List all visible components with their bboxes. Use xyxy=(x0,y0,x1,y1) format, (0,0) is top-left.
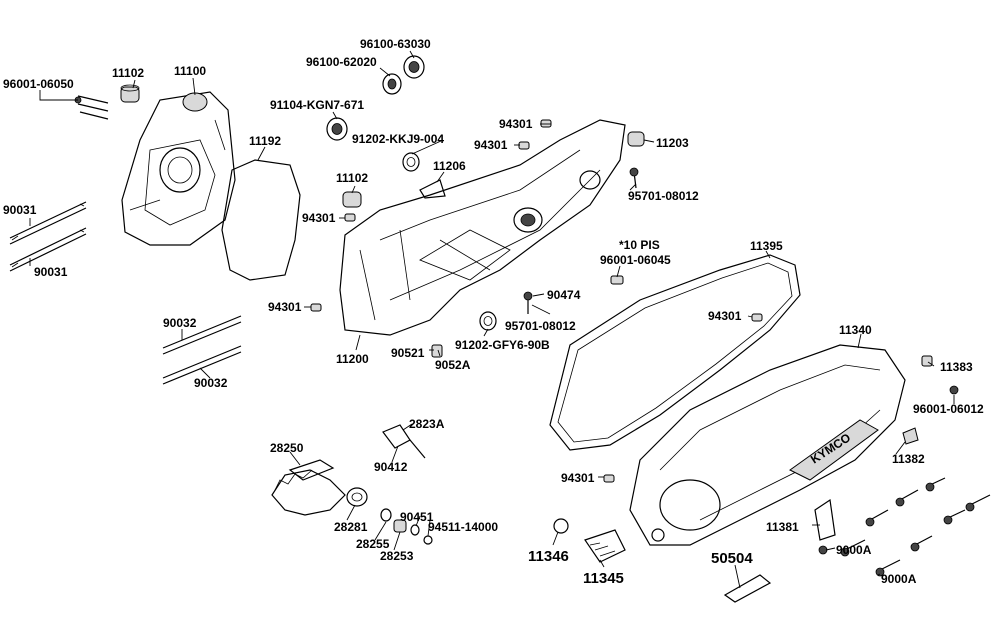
label-11206: 11206 xyxy=(433,159,466,173)
label-11203: 11203 xyxy=(656,136,689,150)
bearing-91104 xyxy=(326,117,348,141)
label-11102-b: 11102 xyxy=(336,171,368,185)
label-91104: 91104-KGN7-671 xyxy=(270,98,364,112)
label-9000a-a: 9000A xyxy=(836,543,872,557)
label-11340: 11340 xyxy=(839,323,872,337)
label-94301-b: 94301 xyxy=(474,138,508,152)
label-11102-a: 11102 xyxy=(112,66,144,80)
label-90031-b: 90031 xyxy=(34,265,68,279)
bolts-9000a xyxy=(818,477,991,577)
label-96100-62020: 96100-62020 xyxy=(306,55,377,69)
studs-90031 xyxy=(9,201,87,272)
studs-90032 xyxy=(162,315,242,385)
part-50504 xyxy=(723,574,772,603)
label-94301-d: 94301 xyxy=(268,300,302,314)
gasket-11395 xyxy=(549,254,801,451)
label-11381: 11381 xyxy=(766,520,799,534)
label-91202-gfy: 91202-GFY6-90B xyxy=(455,338,550,352)
bracket-11206 xyxy=(419,179,446,199)
gasket-11192 xyxy=(221,159,301,281)
label-90451: 90451 xyxy=(400,510,434,524)
leader-lines xyxy=(29,50,955,589)
kick-gear-28250 xyxy=(271,459,346,516)
label-11383: 11383 xyxy=(940,360,973,374)
label-91202-kkj: 91202-KKJ9-004 xyxy=(352,132,444,146)
bearing-11102-upper xyxy=(120,84,140,103)
label-96001-06012: 96001-06012 xyxy=(913,402,984,416)
label-9000a-b: 9000A xyxy=(881,572,917,586)
label-90032-a: 90032 xyxy=(163,316,197,330)
label-9052a: 9052A xyxy=(435,358,471,372)
plug-90521 xyxy=(431,344,443,358)
label-90032-b: 90032 xyxy=(194,376,228,390)
label-11346: 11346 xyxy=(528,548,569,565)
label-90412: 90412 xyxy=(374,460,408,474)
seal-91202-kkj9 xyxy=(402,152,420,172)
label-94301-f: 94301 xyxy=(561,471,595,485)
clamp-11346 xyxy=(553,518,569,534)
label-2823a: 2823A xyxy=(409,417,445,431)
seal-91202-gfy6 xyxy=(479,311,497,331)
hose-11345 xyxy=(584,529,626,563)
part-labels: 96100-63030 96100-62020 96001-06050 1110… xyxy=(3,37,984,587)
label-50504: 50504 xyxy=(711,550,753,567)
label-94301-c: 94301 xyxy=(302,211,336,225)
label-28253: 28253 xyxy=(380,549,414,563)
label-90521: 90521 xyxy=(391,346,425,360)
label-96100-63030: 96100-63030 xyxy=(360,37,431,51)
label-28281: 28281 xyxy=(334,520,368,534)
label-94511: 94511-14000 xyxy=(428,520,498,534)
bearing-96100-62020 xyxy=(382,73,402,95)
label-11100: 11100 xyxy=(174,64,206,78)
label-94301-e: 94301 xyxy=(708,309,742,323)
right-crankcase-half xyxy=(339,119,626,336)
bracket-11381 xyxy=(814,498,836,541)
label-96001-06050: 96001-06050 xyxy=(3,77,74,91)
kick-shaft-2823a xyxy=(382,424,426,459)
label-90474: 90474 xyxy=(547,288,581,302)
label-96001-06045: 96001-06045 xyxy=(600,253,671,267)
left-crankcase-half xyxy=(121,91,236,246)
label-95701-a: 95701-08012 xyxy=(628,189,699,203)
dowel-pins-94301 xyxy=(310,119,763,483)
label-11192: 11192 xyxy=(249,134,281,148)
clip-11382 xyxy=(902,427,919,445)
dowel-96001-06045 xyxy=(610,275,624,285)
bearing-96100-63030 xyxy=(403,55,425,79)
label-94301-a: 94301 xyxy=(499,117,533,131)
label-90031-a: 90031 xyxy=(3,203,37,217)
spring-28281 xyxy=(346,487,368,507)
label-11345: 11345 xyxy=(583,570,624,587)
label-11382: 11382 xyxy=(892,452,925,466)
label-11395: 11395 xyxy=(750,239,783,253)
label-10pis: *10 PIS xyxy=(619,238,660,252)
bolt-96001-06012 xyxy=(949,385,959,395)
transmission-cover-11340: KYMCO xyxy=(629,344,906,546)
bolts-96001-06050 xyxy=(74,95,109,120)
label-11200: 11200 xyxy=(336,352,369,366)
bolt-11383 xyxy=(921,355,933,367)
bearing-11102-lower xyxy=(342,191,362,208)
bolts-95701-08012 xyxy=(523,167,639,314)
label-95701-b: 95701-08012 xyxy=(505,319,576,333)
label-28255: 28255 xyxy=(356,537,390,551)
bushing-11203 xyxy=(627,131,645,147)
label-28250: 28250 xyxy=(270,441,304,455)
